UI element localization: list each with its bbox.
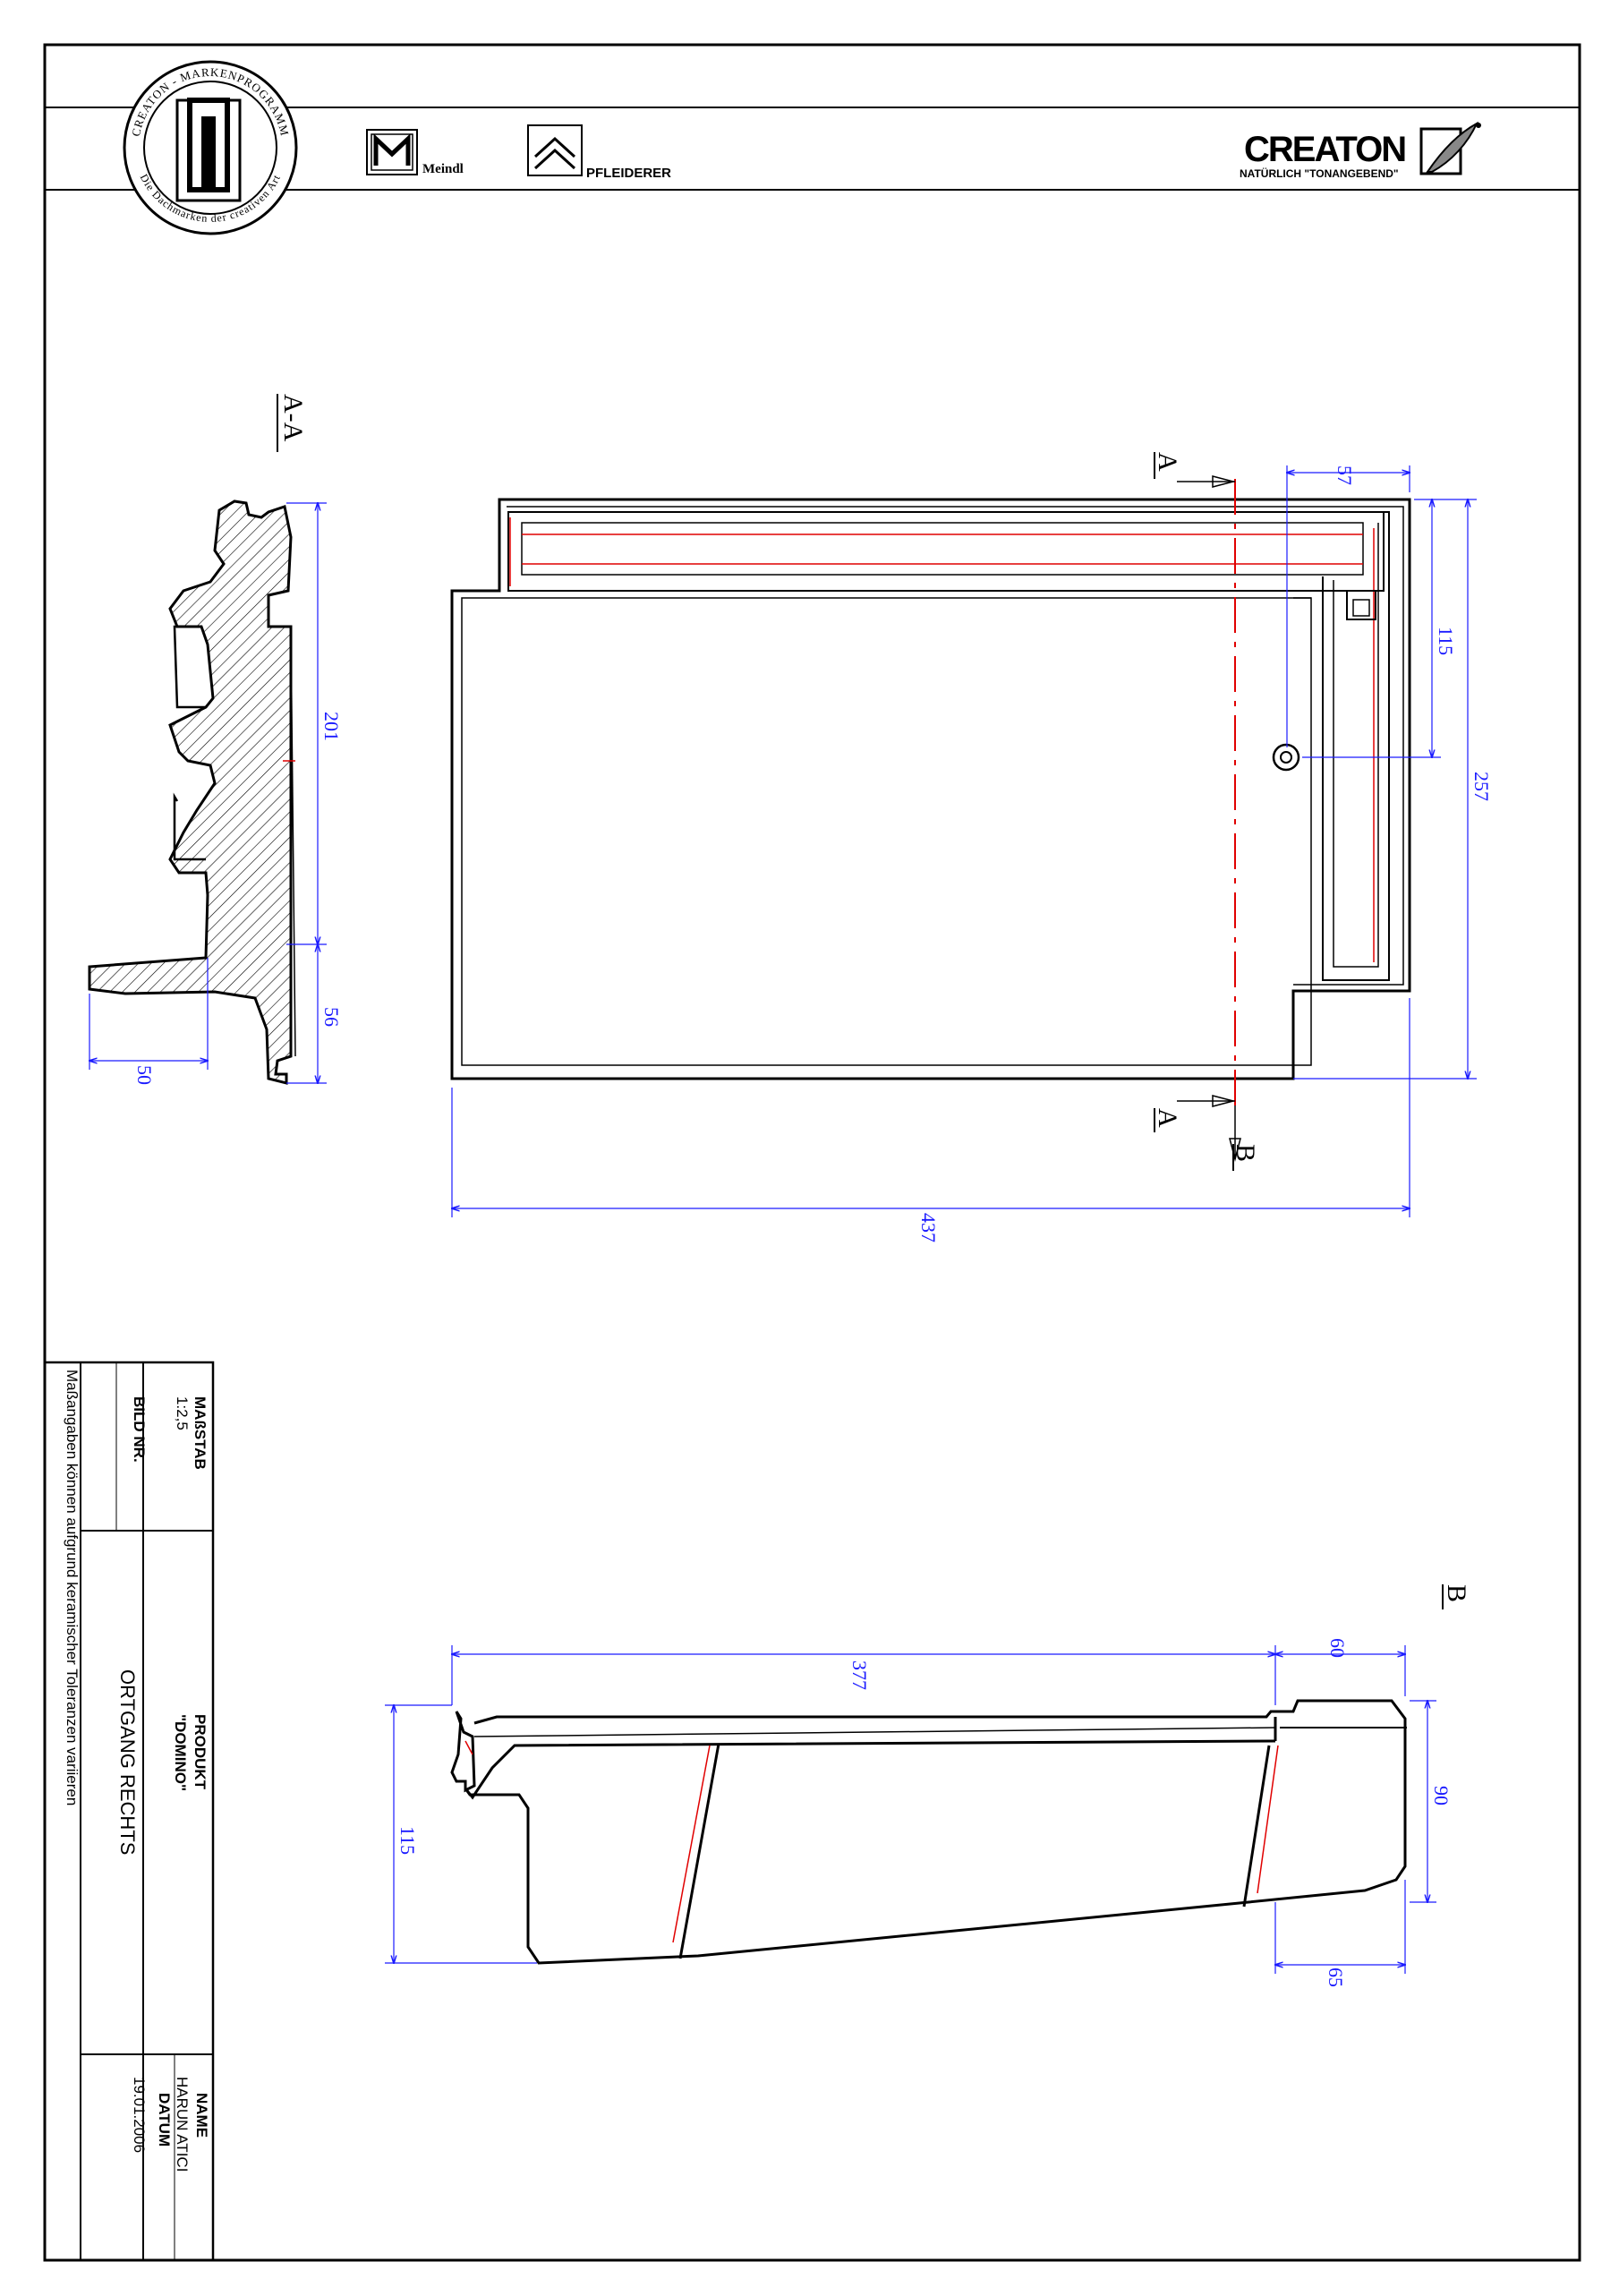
dim-side-115: 115 [396,1826,419,1855]
section-aa-view: A-A 201 56 50 [88,394,343,1085]
datum-value: 19.01.2006 [131,2077,148,2153]
dim-side-90: 90 [1430,1786,1453,1805]
meindl-wordmark: Meindl [422,162,464,176]
creaton-slogan: NATÜRLICH "TONANGEBEND" [1240,166,1399,180]
meindl-logo: Meindl [366,129,464,176]
drawing-description: ORTGANG RECHTS [116,1669,139,1855]
section-aa-profile [88,499,293,1085]
dim-top-57: 57 [1334,465,1356,485]
plan-view: A A B 57 115 257 437 [450,452,1493,1242]
name-value: HARUN ATICI [174,2077,191,2172]
dim-aa-width: 50 [133,1065,156,1085]
side-view-b: B 377 60 115 90 65 [385,1584,1471,1987]
side-profile-outline [450,1699,1407,1965]
pfleiderer-wordmark: PFLEIDERER [586,166,671,181]
dim-bottom-437: 437 [917,1213,940,1242]
dim-side-377: 377 [848,1660,871,1690]
section-marker-b: B [1231,1144,1260,1162]
dim-aa-bottom: 56 [320,1007,343,1027]
bild-nr-label: BILD NR. [131,1396,148,1463]
massstab-label: MAßSTAB [192,1396,209,1470]
produkt-value: "DOMINO" [172,1714,189,1791]
tolerance-note: Maßangaben können aufgrund keramischer T… [64,1370,81,1805]
side-view-label: B [1442,1584,1471,1602]
produkt-label: PRODUKT [192,1714,209,1790]
creaton-logo: CREATON NATÜRLICH "TONANGEBEND" [1240,121,1481,180]
massstab-value: 1:2,5 [174,1396,191,1430]
datum-label: DATUM [156,2093,173,2147]
section-marker-a-top: A [1153,452,1182,472]
dim-right-257: 257 [1470,772,1493,801]
section-aa-label: A-A [278,394,308,442]
title-block: MAßSTAB 1:2,5 BILD NR. PRODUKT "DOMINO" … [43,1361,215,2262]
dim-side-65: 65 [1325,1967,1347,1987]
creaton-wordmark: CREATON [1244,130,1405,169]
nail-hole [1272,743,1300,772]
pfleiderer-logo: PFLEIDERER [527,124,671,181]
dim-side-60: 60 [1326,1638,1349,1658]
dim-right-115: 115 [1435,627,1457,655]
dim-aa-height: 201 [320,712,343,741]
sheet-frame [43,43,1581,2262]
name-label: NAME [193,2093,210,2138]
creaton-seal-logo: CREATON - MARKENPROGRAMM Die Dachmarken … [123,60,298,235]
tile-outline [450,498,1411,1080]
section-marker-a-bottom: A [1153,1108,1182,1128]
